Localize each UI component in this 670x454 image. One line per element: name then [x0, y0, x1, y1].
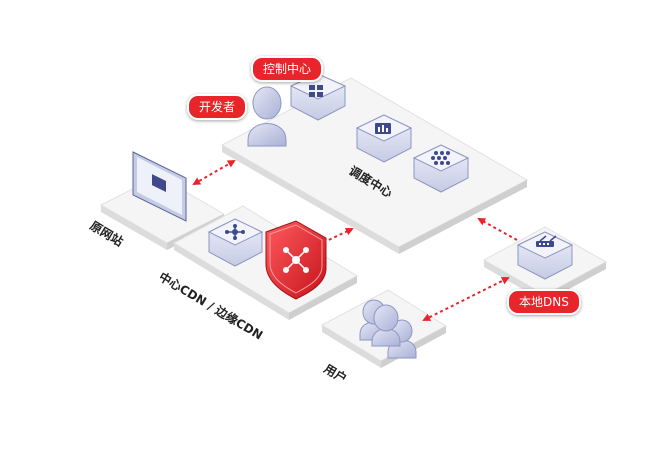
users-group-icon [359, 299, 417, 359]
connector-user-to-dns [422, 277, 510, 321]
connector-dns-to-scheduling [477, 218, 518, 241]
connector-origin-to-scheduling [192, 160, 236, 185]
label-control-center: 控制中心 [251, 56, 324, 82]
monitor-icon [132, 151, 187, 222]
router-icon [516, 231, 574, 280]
shield-icon [265, 220, 327, 300]
platform-scheduling-center [220, 77, 529, 254]
network-hub-icon [207, 218, 264, 267]
connector-cdn-to-scheduling [317, 227, 354, 246]
dots-icon [412, 144, 470, 193]
label-local-dns: 本地DNS [507, 289, 581, 315]
person-icon [247, 86, 287, 147]
chart-icon [355, 114, 413, 163]
label-user: 用户 [321, 360, 350, 386]
label-developer: 开发者 [187, 94, 248, 120]
